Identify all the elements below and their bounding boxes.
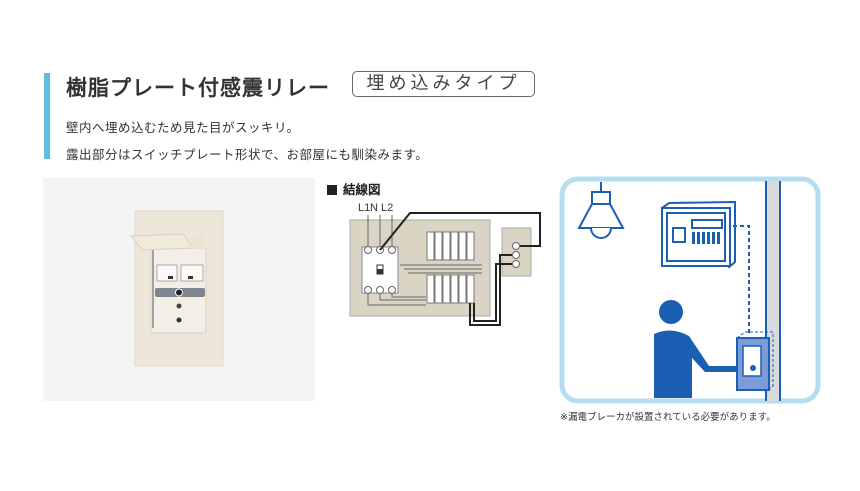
terminal-l2: L2 xyxy=(381,202,393,214)
type-badge: 埋め込みタイプ xyxy=(352,71,535,97)
wiring-diagram-label: 結線図 xyxy=(327,179,381,198)
seismic-relay-device-icon xyxy=(736,331,774,393)
description-line-2: 露出部分はスイッチプレート形状で、お部屋にも馴染みます。 xyxy=(66,147,429,162)
wiring-diagram: L1 N L2 xyxy=(340,195,550,344)
person-icon xyxy=(654,300,737,398)
accent-bar xyxy=(44,73,50,159)
requirement-note: ※漏電ブレーカが設置されている必要があります。 xyxy=(560,412,776,423)
installation-illustration xyxy=(559,176,821,408)
square-bullet-icon xyxy=(327,185,337,195)
product-photo xyxy=(43,178,315,401)
page-title: 樹脂プレート付感震リレー xyxy=(66,76,330,100)
terminal-n: N xyxy=(370,202,378,214)
terminal-l1: L1 xyxy=(358,202,370,214)
distribution-panel-icon xyxy=(660,200,736,269)
pendant-lamp-icon xyxy=(577,182,625,239)
description-line-1: 壁内へ埋め込むため見た目がスッキリ。 xyxy=(66,120,300,135)
